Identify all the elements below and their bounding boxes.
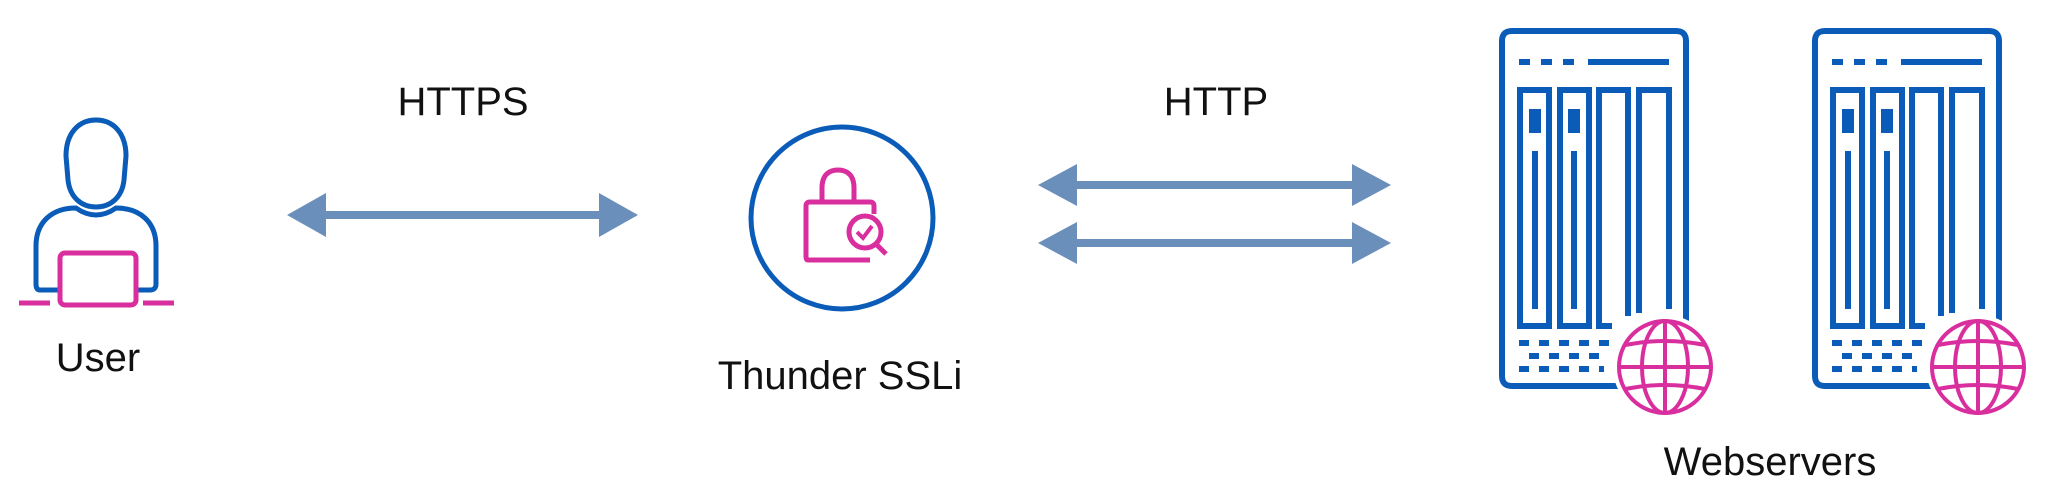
http-bidirectional-arrow <box>1038 164 1391 206</box>
user-label: User <box>55 336 141 380</box>
http-link-label: HTTP <box>1163 80 1269 124</box>
thunder-ssli-label: Thunder SSLi <box>717 354 963 398</box>
https-link-label: HTTPS <box>397 80 529 124</box>
http-bidirectional-arrow <box>1038 222 1391 264</box>
server-icon <box>1815 31 2032 421</box>
lock-inspect-icon <box>748 124 936 312</box>
server-icon <box>1502 31 1719 421</box>
globe-icon <box>1611 313 1719 421</box>
https-bidirectional-arrow <box>287 193 638 237</box>
webservers-label: Webservers <box>1663 440 1877 484</box>
globe-icon <box>1924 313 2032 421</box>
user-at-laptop-icon <box>19 117 174 308</box>
